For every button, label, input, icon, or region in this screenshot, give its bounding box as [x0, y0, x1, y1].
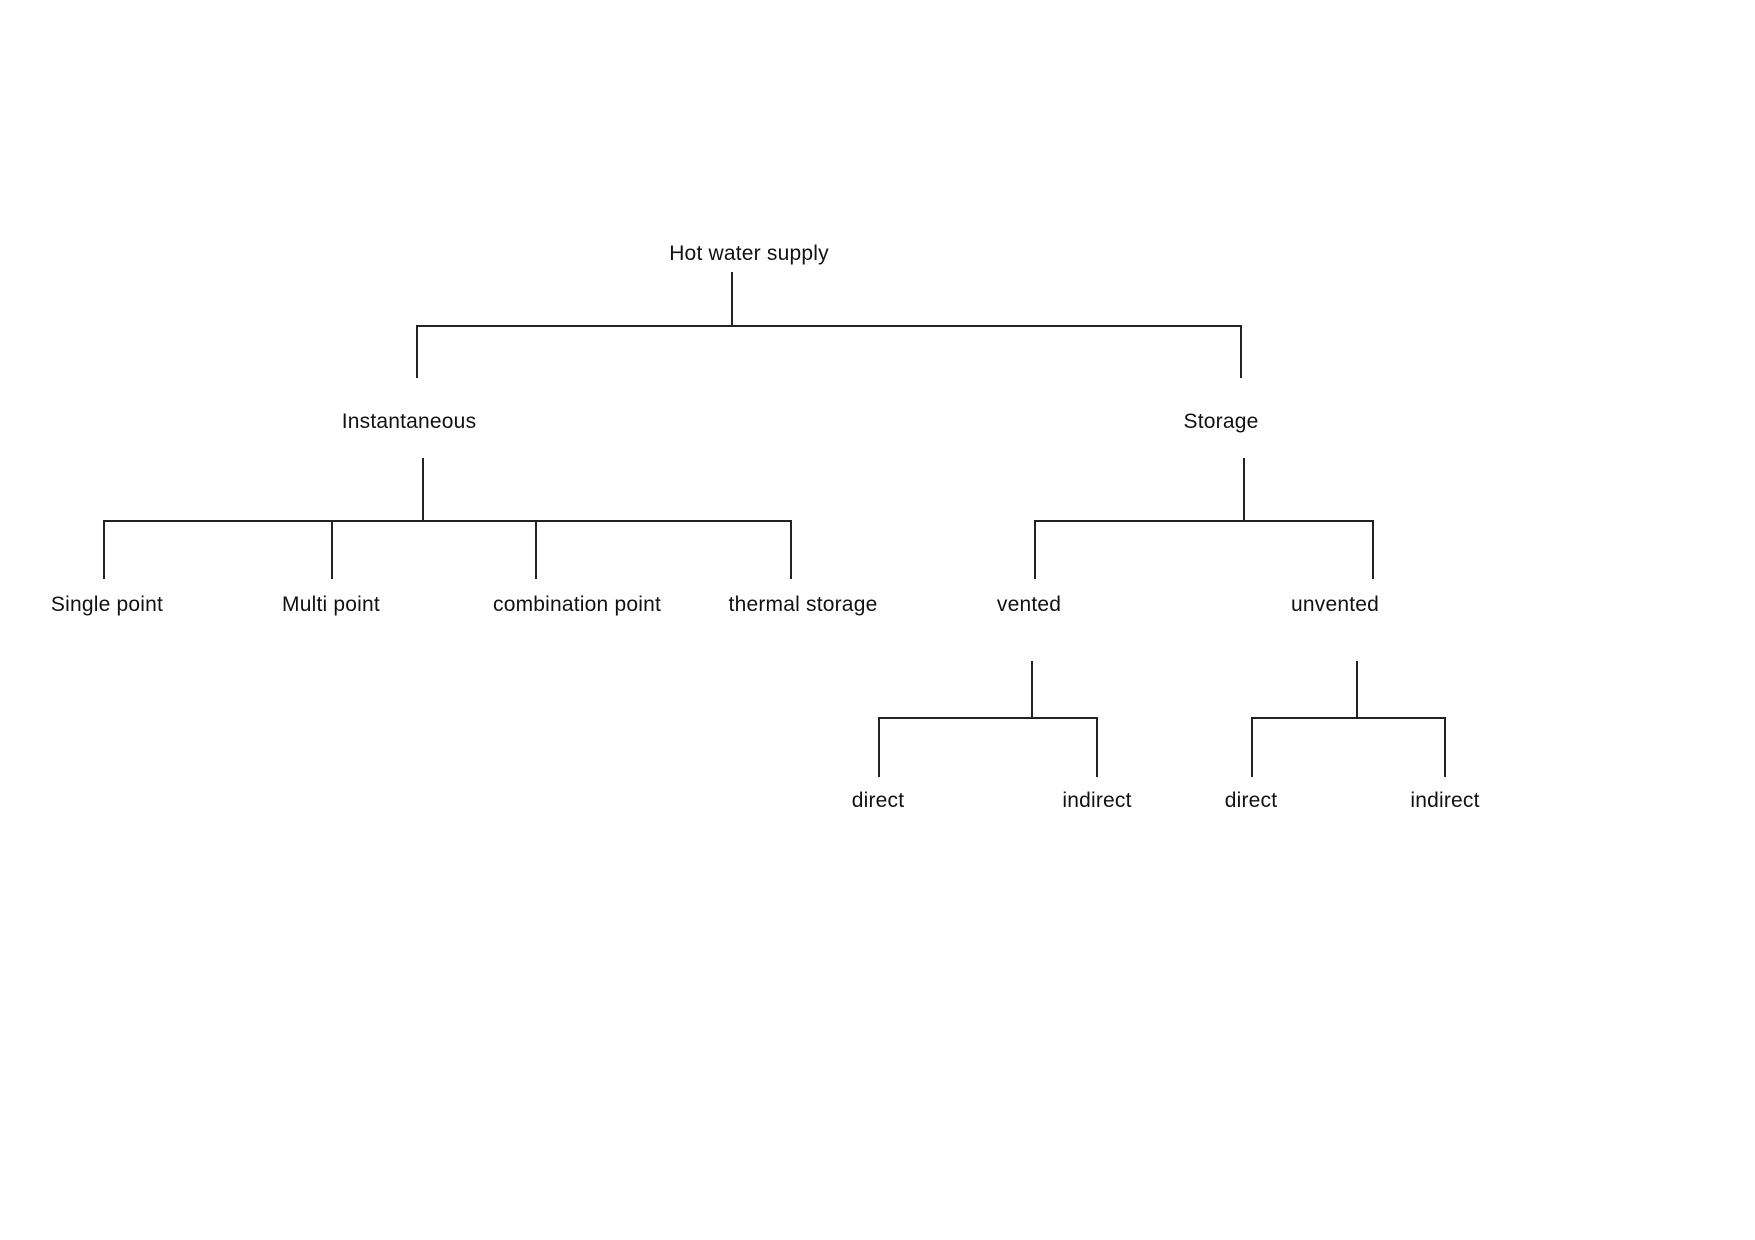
connector-drop-thermal-storage — [790, 520, 792, 579]
connector-vented-bar — [878, 717, 1097, 719]
connector-drop-vented-direct — [878, 717, 880, 777]
connector-unvented-stem — [1356, 661, 1358, 717]
connector-drop-instantaneous — [416, 325, 418, 378]
connector-drop-unvented-direct — [1251, 717, 1253, 777]
connector-drop-combination-point — [535, 520, 537, 579]
node-vented-direct: direct — [851, 789, 905, 812]
node-instantaneous: Instantaneous — [341, 410, 477, 433]
node-storage: Storage — [1183, 410, 1259, 433]
connector-root-stem — [731, 272, 733, 325]
connector-unvented-bar — [1251, 717, 1445, 719]
connector-drop-vented-indirect — [1096, 717, 1098, 777]
connector-instantaneous-stem — [422, 458, 424, 520]
node-vented-indirect: indirect — [1062, 789, 1132, 812]
node-unvented-direct: direct — [1224, 789, 1278, 812]
connector-drop-storage — [1240, 325, 1242, 378]
connector-drop-unvented — [1372, 520, 1374, 579]
node-unvented-indirect: indirect — [1410, 789, 1480, 812]
node-single-point: Single point — [50, 593, 164, 616]
connector-vented-stem — [1031, 661, 1033, 717]
node-unvented: unvented — [1290, 593, 1380, 616]
node-thermal-storage: thermal storage — [728, 593, 878, 616]
connector-storage-bar — [1034, 520, 1373, 522]
connector-storage-stem — [1243, 458, 1245, 520]
node-hot-water-supply: Hot water supply — [669, 242, 829, 265]
node-multi-point: Multi point — [282, 593, 380, 616]
node-vented: vented — [996, 593, 1062, 616]
connector-drop-vented — [1034, 520, 1036, 579]
connector-drop-single-point — [103, 520, 105, 579]
node-combination-point: combination point — [492, 593, 662, 616]
connector-level1-bar — [416, 325, 1241, 327]
connector-drop-multi-point — [331, 520, 333, 579]
connector-drop-unvented-indirect — [1444, 717, 1446, 777]
connector-instantaneous-bar — [103, 520, 792, 522]
